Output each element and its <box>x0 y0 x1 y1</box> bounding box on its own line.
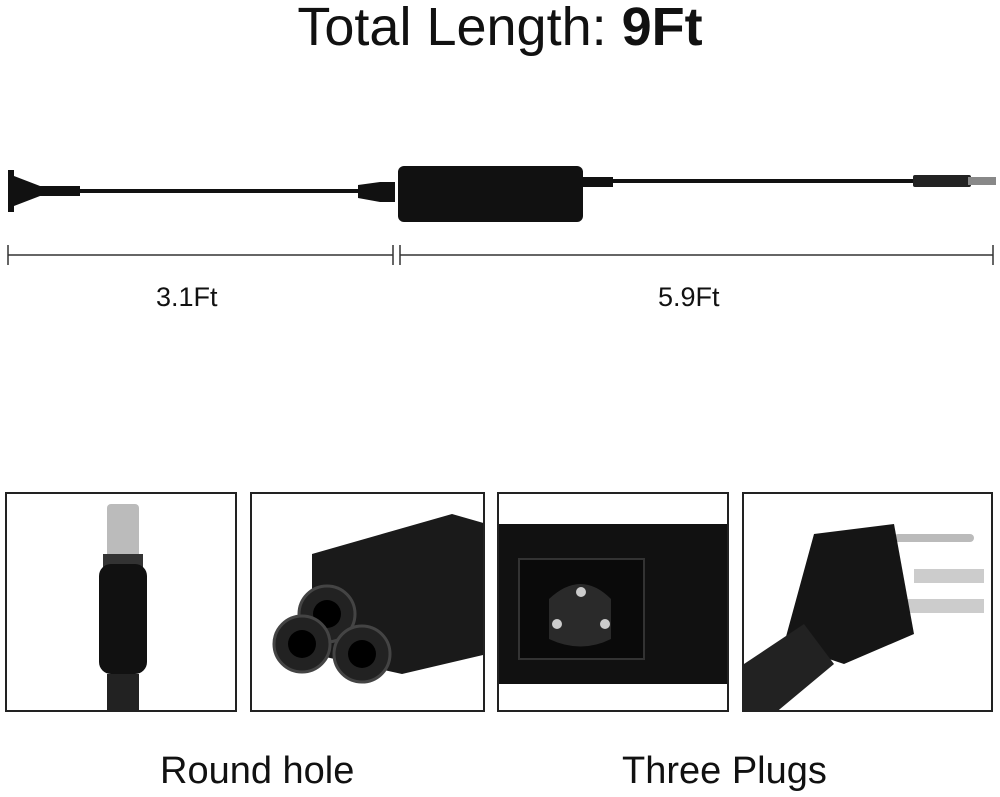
ac-cable <box>80 189 360 193</box>
total-length-title: Total Length: 9Ft <box>0 0 1000 58</box>
c5-connector <box>358 182 395 202</box>
panel-c5-connector <box>250 492 485 712</box>
dc-plug-icon <box>99 504 147 710</box>
three-prong-plug-icon <box>744 524 984 710</box>
cable-diagram <box>7 166 996 265</box>
ac-plug-icon <box>8 170 80 212</box>
cloverleaf-connector-icon <box>272 514 483 684</box>
panel-c6-socket <box>497 492 729 712</box>
panel-us-plug <box>742 492 993 712</box>
panel-dc-tip <box>5 492 237 712</box>
three-pin-socket-icon <box>499 524 727 684</box>
dc-tip-icon <box>913 175 971 187</box>
power-brick <box>398 166 583 222</box>
title-value: 9Ft <box>621 0 703 57</box>
dc-cable <box>610 179 915 183</box>
segment-length-ac: 3.1Ft <box>156 282 218 312</box>
measure-line <box>7 245 994 265</box>
title-prefix: Total Length: <box>297 0 607 57</box>
segment-length-dc: 5.9Ft <box>658 282 720 312</box>
caption-three-plugs: Three Plugs <box>622 750 827 792</box>
caption-round-hole: Round hole <box>160 750 355 792</box>
